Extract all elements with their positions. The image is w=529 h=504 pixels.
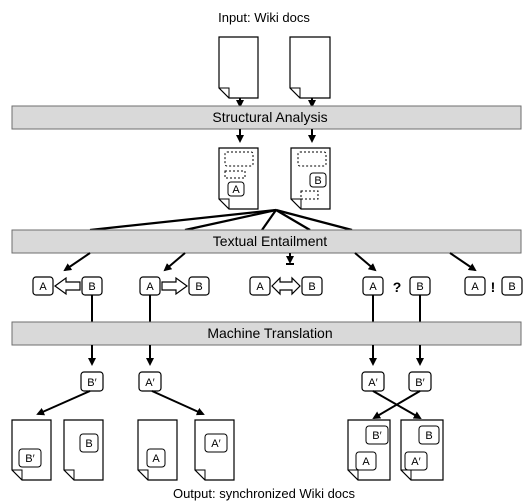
svg-text:?: ?	[393, 279, 402, 295]
svg-text:A′: A′	[145, 377, 154, 389]
input-title: Input: Wiki docs	[218, 10, 310, 25]
entailment-arrows	[63, 252, 477, 272]
svg-text:B: B	[85, 438, 92, 450]
translated-a-prime-left: A′	[138, 371, 162, 392]
input-doc-1	[218, 36, 259, 99]
svg-text:A: A	[362, 456, 370, 468]
input-doc-2	[289, 36, 331, 99]
structural-analysis-label: Structural Analysis	[212, 109, 327, 125]
svg-text:A: A	[152, 453, 160, 465]
lines-to-translation	[91, 295, 421, 322]
arrows-from-translation	[88, 345, 424, 366]
translated-a-prime-right: A′	[361, 371, 385, 392]
relation-unknown: A ? B	[362, 276, 431, 296]
output-doc-5: B′ A	[347, 419, 391, 481]
svg-text:B: B	[508, 281, 515, 293]
svg-text:B′: B′	[415, 377, 424, 389]
translated-b-prime-left: B′	[80, 371, 104, 392]
textual-entailment-label: Textual Entailment	[213, 233, 328, 249]
relation-b-entails-a: A B	[32, 276, 103, 296]
svg-text:A′: A′	[411, 456, 420, 468]
relation-equivalent: A B	[249, 276, 323, 296]
svg-text:A: A	[39, 281, 47, 293]
svg-text:B: B	[416, 281, 423, 293]
svg-text:B: B	[308, 281, 315, 293]
svg-text:A: A	[232, 184, 240, 196]
svg-text:B: B	[314, 175, 321, 187]
relation-contradiction: A ! B	[464, 276, 523, 296]
output-title: Output: synchronized Wiki docs	[173, 486, 356, 501]
relation-a-entails-b: A B	[139, 276, 210, 296]
svg-text:A: A	[369, 281, 377, 293]
analyzed-doc-2: B	[290, 147, 331, 210]
machine-translation-band	[11, 321, 522, 346]
svg-text:A′: A′	[211, 438, 220, 450]
svg-text:A: A	[146, 281, 154, 293]
output-doc-6: B A′	[400, 419, 444, 481]
output-doc-1: B′	[11, 419, 52, 481]
svg-text:B′: B′	[87, 377, 96, 389]
svg-text:B: B	[88, 281, 95, 293]
svg-text:A: A	[471, 281, 479, 293]
arrows-to-output	[36, 390, 422, 420]
svg-text:B′: B′	[25, 453, 34, 465]
machine-translation-label: Machine Translation	[207, 325, 332, 341]
svg-text:B′: B′	[372, 430, 381, 442]
svg-text:A: A	[256, 281, 264, 293]
translated-b-prime-right: B′	[408, 371, 432, 392]
output-doc-4: A′	[194, 419, 235, 481]
svg-text:!: !	[491, 279, 496, 295]
output-doc-3: A	[137, 419, 178, 481]
analyzed-doc-1: A	[218, 147, 259, 210]
structural-analysis-band	[11, 105, 522, 130]
svg-text:A′: A′	[368, 377, 377, 389]
output-doc-2: B	[63, 419, 104, 481]
fan-lines	[89, 208, 353, 232]
textual-entailment-band	[11, 229, 522, 254]
svg-text:B: B	[195, 281, 202, 293]
svg-text:B: B	[425, 430, 432, 442]
